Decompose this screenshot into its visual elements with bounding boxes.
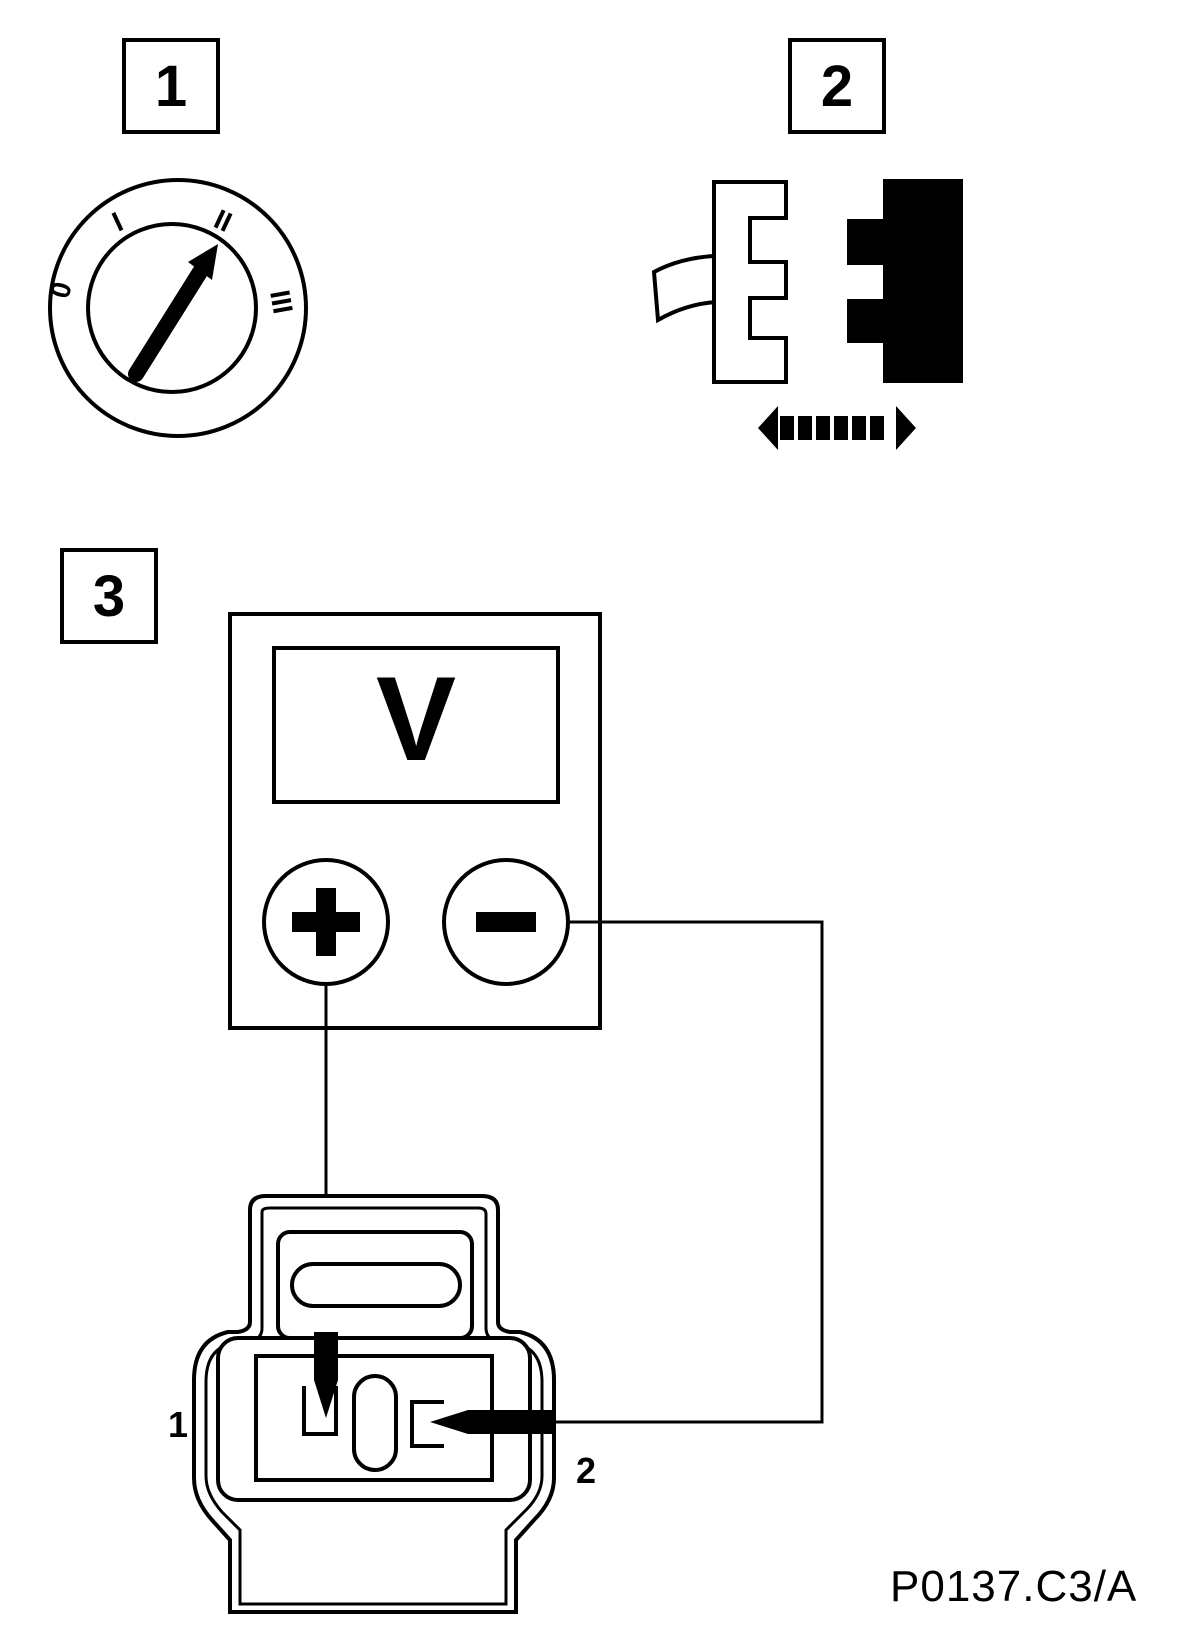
connector-wire — [651, 253, 719, 324]
step-1-number: 1 — [154, 53, 188, 119]
step-2-box: 2 — [788, 38, 886, 134]
minus-icon — [476, 912, 536, 932]
ignition-key-arrow-icon — [128, 244, 218, 382]
probe-2-icon — [430, 1410, 552, 1434]
connector-socket-right — [847, 179, 963, 383]
harness-connector — [192, 1194, 556, 1614]
connector-plug-left — [712, 180, 788, 384]
pin-1-label: 1 — [168, 1404, 189, 1445]
voltmeter-display — [272, 646, 560, 804]
ignition-position-iii: III — [264, 288, 299, 316]
connector-pin-1 — [302, 1386, 338, 1436]
step-3-box: 3 — [60, 548, 158, 644]
probe-1-icon — [314, 1332, 338, 1418]
connector-latch-slot — [290, 1262, 462, 1308]
reference-code: P0137.C3/A — [890, 1562, 1138, 1611]
voltmeter-display-unit: V — [376, 652, 456, 786]
negative-lead — [552, 920, 824, 1424]
double-arrow-icon — [758, 406, 916, 450]
connector-center-key — [352, 1374, 398, 1472]
ignition-position-0: 0 — [44, 278, 78, 301]
pin-2-label: 2 — [576, 1450, 597, 1491]
plus-icon — [292, 888, 360, 956]
step-3-number: 3 — [92, 563, 126, 629]
ignition-switch-icon: 0 I II III — [44, 178, 308, 438]
step-1-box: 1 — [122, 38, 220, 134]
connector-disconnect-icon — [651, 179, 963, 450]
connector-pin-2 — [410, 1400, 444, 1448]
voltmeter: V + − — [228, 612, 602, 1030]
step-2-number: 2 — [820, 53, 854, 119]
